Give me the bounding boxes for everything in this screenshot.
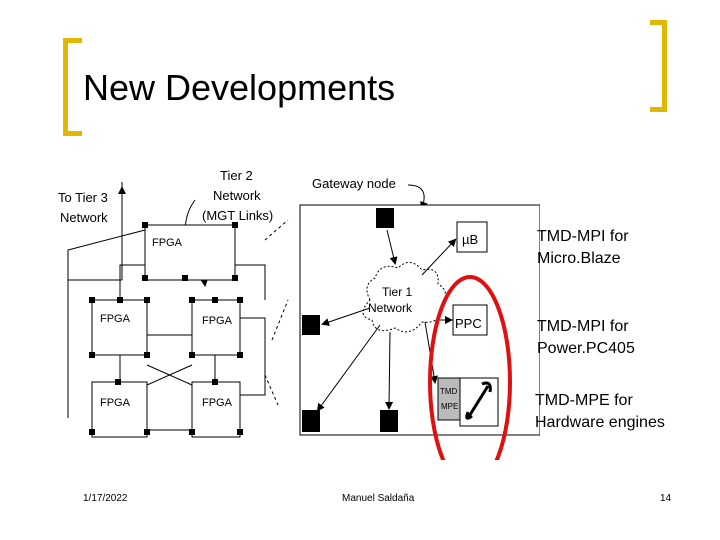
tier2-label: Tier 2 — [220, 168, 253, 183]
fpga-mid-right-label: FPGA — [202, 315, 233, 327]
footer-page-number: 14 — [660, 493, 672, 504]
right-bracket-decoration — [650, 20, 667, 112]
hardware-engine-description: TMD-MPE for Hardware engines — [535, 390, 665, 434]
tier1-cloud — [362, 262, 446, 333]
fpga-bot-left-label: FPGA — [100, 397, 131, 409]
ppc-label: PPC — [455, 316, 482, 331]
dashed-link — [264, 219, 289, 241]
tmd-label: TMD — [440, 387, 458, 396]
wrench-icon — [465, 381, 492, 420]
microblaze-description: TMD-MPI for Micro.Blaze — [537, 226, 629, 270]
ppc-chip — [452, 304, 488, 336]
microblaze-description-line1: TMD-MPI for — [537, 228, 629, 245]
gateway-label: Gateway node — [312, 176, 396, 191]
gateway-arrows — [316, 229, 457, 412]
fpga-mid-left — [91, 299, 148, 356]
tier2-label: (MGT Links) — [202, 208, 273, 223]
microblaze-label: µB — [462, 232, 478, 247]
ppc-description-line2: Power.PC405 — [537, 340, 635, 357]
highlight-ellipse — [428, 275, 512, 460]
microblaze-description-line2: Micro.Blaze — [537, 250, 621, 267]
network-diagram: To Tier 3 Network Tier 2 Network (MGT Li… — [58, 168, 540, 460]
fpga-top-label: FPGA — [152, 237, 183, 249]
fpga-links — [67, 229, 266, 431]
mpe-label: MPE — [441, 402, 458, 411]
fpga-mid-right — [191, 299, 241, 356]
fpga-bot-right — [191, 381, 241, 438]
tier2-label: Network — [213, 188, 261, 203]
fpga-bot-right-label: FPGA — [202, 397, 233, 409]
gateway-arrow — [407, 184, 428, 210]
gateway-square — [376, 208, 394, 228]
connector-squares — [89, 222, 243, 435]
hardware-engine-description-line1: TMD-MPE for — [535, 392, 633, 409]
footer-date: 1/17/2022 — [83, 493, 128, 504]
ppc-description-line1: TMD-MPI for — [537, 318, 629, 335]
dashed-link — [264, 374, 279, 406]
tmd-mpe-chip — [437, 377, 461, 421]
slide-title: New Developments — [83, 67, 396, 108]
node-square-bottom — [380, 410, 398, 432]
node-square-left — [302, 315, 320, 335]
node-square-bottom-left — [302, 410, 320, 432]
fpga-mid-left-label: FPGA — [100, 313, 131, 325]
ppc-description: TMD-MPI for Power.PC405 — [537, 316, 635, 360]
to-tier3-label: Network — [60, 210, 108, 225]
fpga-bot-left — [91, 381, 148, 438]
microblaze-chip — [456, 221, 488, 253]
fpga-top — [144, 224, 236, 281]
hardware-engine-description-line2: Hardware engines — [535, 414, 665, 431]
tier1-label: Network — [368, 301, 413, 315]
footer-author: Manuel Saldaña — [342, 493, 415, 504]
dashed-link — [271, 299, 289, 341]
left-bracket-decoration — [63, 38, 82, 136]
to-tier3-label: To Tier 3 — [58, 190, 108, 205]
tier1-label: Tier 1 — [382, 285, 413, 299]
